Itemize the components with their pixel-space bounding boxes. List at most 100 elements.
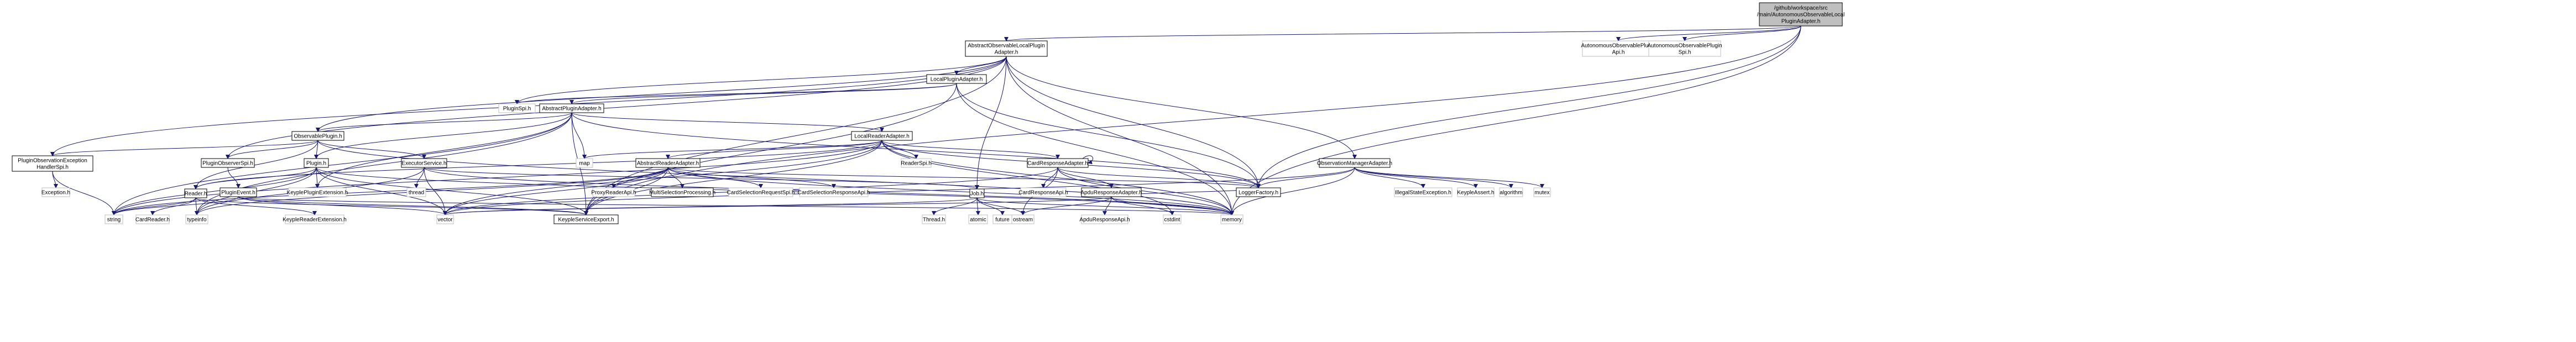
node-box — [576, 158, 593, 168]
node-box — [799, 187, 869, 197]
node-box — [901, 158, 932, 168]
node-box — [220, 187, 257, 197]
node-label: vector — [437, 217, 453, 223]
node-ara[interactable]: AbstractReaderAdapter.h — [635, 158, 701, 168]
edge-reader-to-kre — [195, 197, 317, 215]
edge-lra-to-ara — [666, 140, 882, 159]
node-kse[interactable]: KeypleServiceExport.h — [553, 214, 619, 224]
node-lpa[interactable]: LocalPluginAdapter.h — [926, 74, 987, 84]
node-label: KeyplePluginExtension.h — [287, 190, 348, 196]
node-oma[interactable]: ObservationManagerAdapter.h — [1317, 158, 1392, 168]
node-label: CardResponseApi.h — [1018, 190, 1068, 196]
node-lra[interactable]: LocalReaderAdapter.h — [851, 131, 913, 141]
edge-ara-to-mcp — [667, 167, 685, 188]
node-label: Job.h — [970, 191, 984, 197]
edge-apa-to-op — [316, 112, 572, 132]
edge-ara-to-csrapi — [667, 167, 836, 188]
node-apdua[interactable]: ApduResponseAdapter.h — [1080, 187, 1142, 197]
edge-root-to-memory — [1230, 25, 1801, 215]
node-box — [1081, 214, 1128, 224]
edge-apa-to-map — [571, 112, 587, 159]
node-mcp[interactable]: MultiSelectionProcessing.h — [649, 187, 715, 197]
node-box — [291, 131, 344, 141]
edges-layer — [50, 25, 1801, 215]
edge-lra-to-kse — [584, 140, 882, 215]
node-label: PluginSpi.h — [503, 106, 531, 112]
node-csrspi: CardSelectionRequestSpi.h — [727, 187, 795, 197]
node-label: memory — [1222, 217, 1242, 223]
edge-reader-to-kse — [195, 197, 588, 215]
node-box — [1457, 187, 1495, 197]
edge-aolpa-to-op — [316, 56, 1007, 132]
edge-ara-to-memory — [667, 167, 1234, 215]
edge-apdua-to-vector — [443, 196, 1112, 215]
edge-oma-to-lf — [1256, 167, 1355, 188]
edge-pos-to-pe — [227, 167, 241, 188]
node-reader[interactable]: Reader.h — [184, 188, 207, 198]
node-plugin[interactable]: Plugin.h — [304, 158, 329, 168]
node-cra[interactable]: CardResponseAdapter.h — [1027, 158, 1089, 168]
node-box — [436, 214, 454, 224]
edge-apdua-to-cstdint — [1111, 196, 1174, 215]
edge-aolpa-to-memory — [1006, 56, 1234, 215]
edge-apa-to-lf — [571, 112, 1261, 188]
node-thread_h: Thread.h — [922, 214, 946, 224]
node-label: LocalReaderAdapter.h — [854, 134, 910, 140]
node-label: string — [107, 217, 121, 223]
node-pe[interactable]: PluginEvent.h — [220, 187, 257, 197]
node-box — [1011, 214, 1034, 224]
node-label: CardReader.h — [135, 217, 170, 223]
node-op[interactable]: ObservablePlugin.h — [291, 131, 344, 141]
edge-apa-to-lra — [571, 112, 884, 132]
node-label: KeypleReaderExtension.h — [283, 217, 347, 223]
edge-lra-to-string — [112, 140, 882, 215]
node-box — [1020, 187, 1067, 197]
edge-lpa-to-pspi — [515, 83, 957, 104]
edge-root-to-aopa — [1616, 25, 1801, 41]
node-ise: IllegalStateException.h — [1394, 187, 1452, 197]
edge-plugin-to-kse — [316, 167, 588, 215]
node-job[interactable]: Job.h — [969, 188, 985, 198]
edge-lra-to-cra — [881, 140, 1060, 159]
edge-ara-to-vector — [443, 167, 668, 215]
node-label: ProxyReaderApi.h — [591, 190, 636, 196]
node-label: CardSelectionResponseApi.h — [798, 190, 870, 196]
node-lf[interactable]: LoggerFactory.h — [1236, 187, 1281, 197]
node-apa[interactable]: AbstractPluginAdapter.h — [539, 103, 604, 113]
node-box — [965, 40, 1048, 57]
node-exs[interactable]: ExecutorService.h — [401, 158, 447, 168]
edge-apdua-to-apduapi — [1102, 196, 1112, 215]
node-box — [1220, 214, 1243, 224]
node-label: CardSelectionRequestSpi.h — [727, 190, 795, 196]
node-future: future — [992, 214, 1012, 224]
node-label: /main/AutonomousObservableLocal — [1757, 12, 1845, 18]
node-label: CardResponseAdapter.h — [1027, 161, 1088, 167]
node-label: /github/workspace/src — [1774, 6, 1828, 12]
edge-oma-to-memory — [1230, 167, 1355, 215]
node-label: AutonomousObservablePlugin — [1581, 43, 1655, 49]
node-label: AbstractReaderAdapter.h — [637, 161, 699, 167]
edge-lra-to-cstdint — [881, 140, 1174, 215]
edge-lra-to-rspi — [881, 140, 918, 159]
node-pos[interactable]: PluginObserverSpi.h — [201, 158, 255, 168]
node-box — [926, 74, 987, 84]
node-cstdint: cstdint — [1163, 214, 1182, 224]
edge-cra-to-cra — [1082, 155, 1094, 165]
node-crapi: CardResponseApi.h — [1018, 187, 1068, 197]
node-label: PluginObserverSpi.h — [202, 161, 253, 167]
edge-job-to-memory — [976, 197, 1234, 215]
node-kre: KeypleReaderExtension.h — [283, 214, 347, 224]
edge-op-to-reader — [194, 140, 318, 190]
node-label: Api.h — [1612, 50, 1625, 56]
edge-cra-to-lf — [1057, 167, 1261, 188]
node-label: AutonomousObservablePlugin — [1647, 43, 1722, 49]
node-label: typeinfo — [187, 217, 206, 223]
node-box — [592, 187, 635, 197]
node-atomic: atomic — [968, 214, 988, 224]
node-box — [651, 187, 714, 197]
edge-oma-to-ka — [1354, 167, 1478, 188]
node-box — [539, 103, 604, 113]
node-root[interactable]: /github/workspace/src/main/AutonomousObs… — [1757, 2, 1845, 27]
